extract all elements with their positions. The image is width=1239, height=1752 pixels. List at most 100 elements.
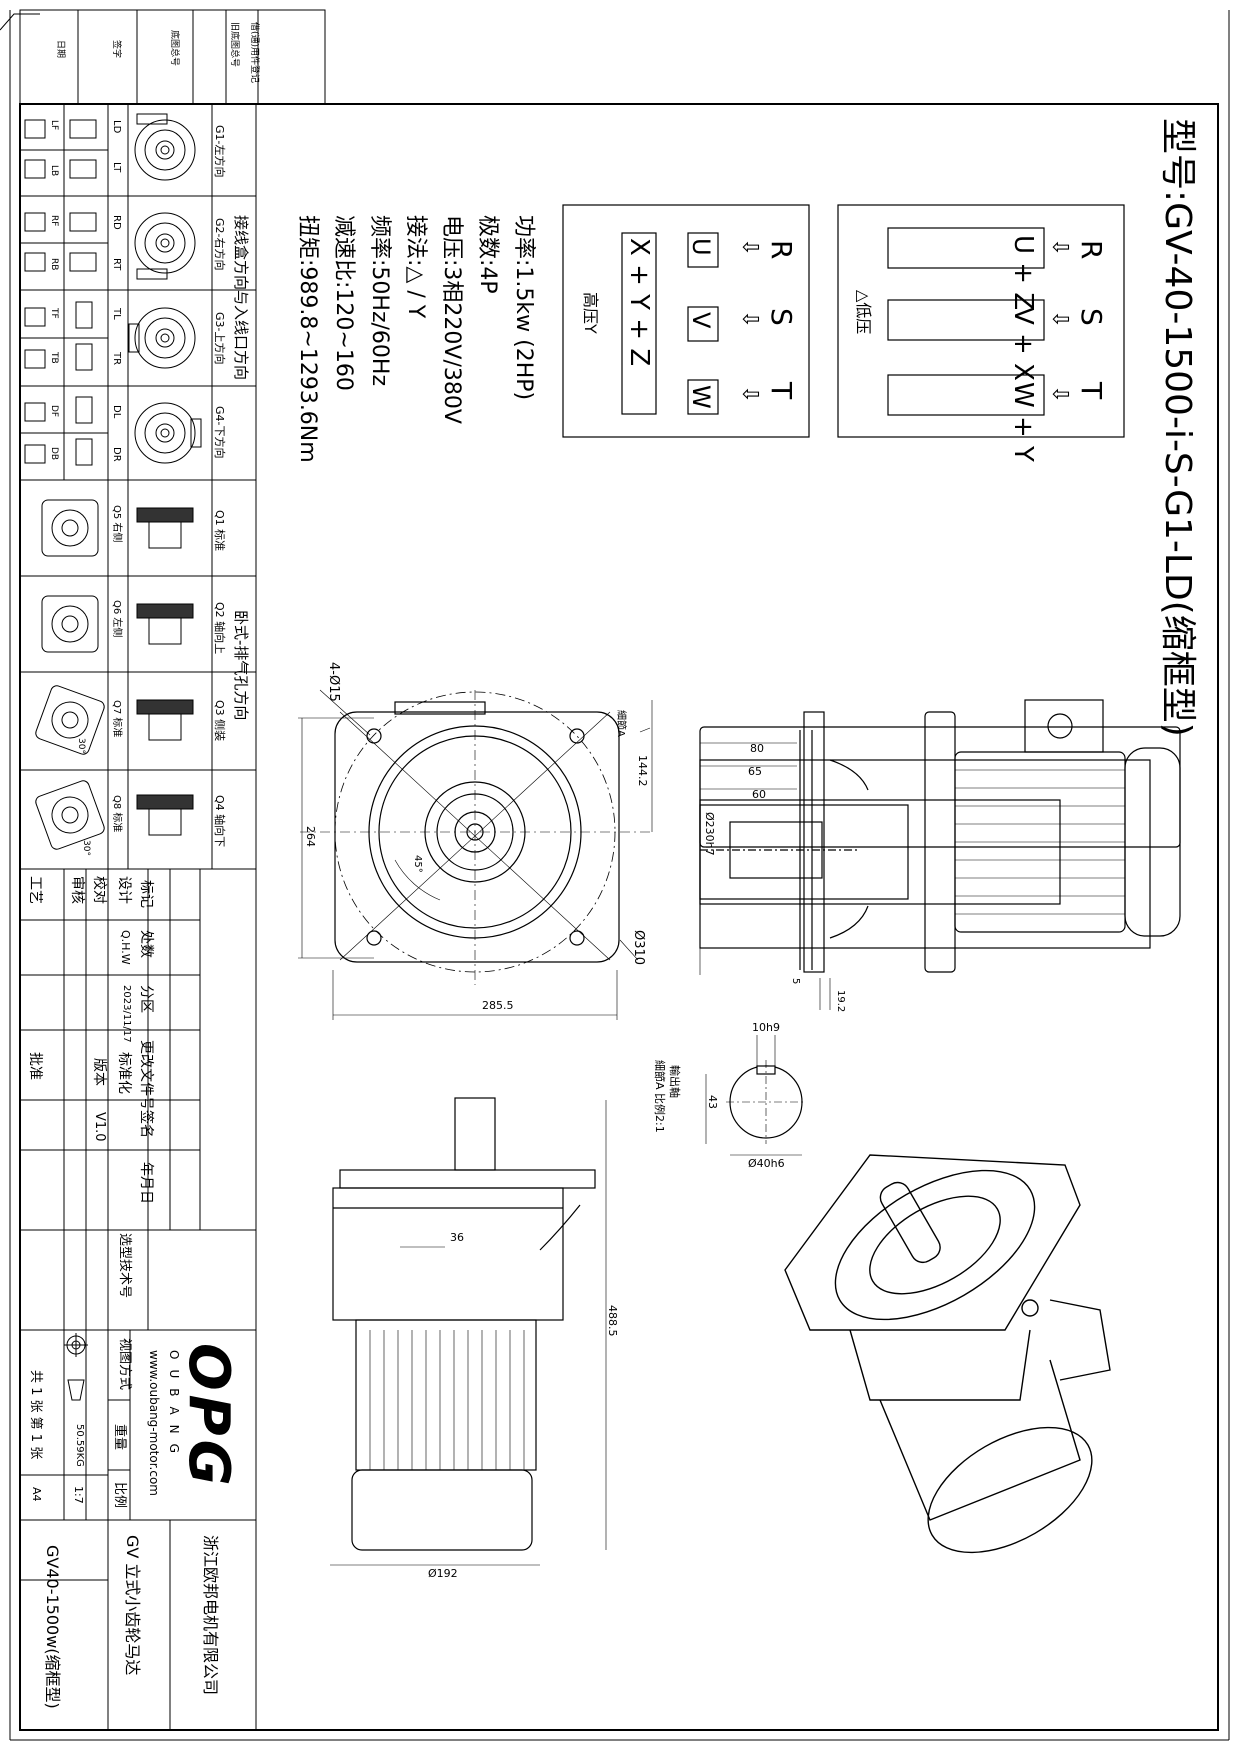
key-height: 43 [706,1095,719,1109]
label-date: 年月日 [138,1162,154,1204]
junction-title: 接线盒方向与入线口方向 [232,215,250,381]
low-pair-uz: U + Z [1008,235,1038,311]
junction-code: RT [111,258,122,271]
label-check: 校对 [91,876,107,904]
vent-title: 卧式-排气孔方向 [232,610,250,721]
junction-code: LB [49,165,59,177]
vent-header-q4: Q4 轴向下 [213,795,226,848]
wiring-boxes [562,204,1125,438]
brand-subtitle: OUBANG [167,1350,181,1463]
product-name: GV 立式小齿轮马达 [123,1535,142,1676]
side-view [699,699,1181,973]
high-box-u: U [687,238,715,256]
drawn-date: 2023/11/17 [121,985,132,1043]
vertical-view [330,1097,607,1566]
junction-code: LF [49,120,59,131]
junction-code: DB [49,447,59,461]
label-design: 设计 [116,876,132,904]
arrow-icon: ⇩ [1047,385,1072,404]
angle-label: 30° [76,738,86,754]
junction-code: TF [49,308,59,319]
designer-name: Q.H.W [119,930,132,965]
arrow-icon: ⇩ [737,310,762,329]
vent-sub-q5: Q5 右侧 [111,505,122,543]
terminal-s-high: S [765,308,798,326]
scale-value: 1:7 [72,1486,85,1504]
spec-voltage: 电压:3相220V/380V [439,215,464,424]
vent-header-q2: Q2 轴向上 [213,602,226,655]
vent-sub-q6: Q6 左侧 [111,600,122,638]
dim-80: 80 [750,742,764,755]
shaft-detail [705,1035,806,1156]
dim-192: Ø192 [428,1567,458,1580]
high-voltage-caption: 高压Y [581,292,600,334]
margin-label: 底图总号 [169,30,179,67]
arrow-icon: ⇩ [737,238,762,257]
high-star-xyz: X + Y + Z [624,238,654,367]
label-standard: 标准化 [116,1052,132,1094]
label-view-method: 视图方式 [117,1338,132,1391]
isometric-view [784,1154,1111,1554]
label-process: 工艺 [27,876,43,904]
label-sign: 签名 [138,1110,154,1138]
junction-thumbnails [24,113,202,466]
dim-holes: 4-Ø15 [326,662,341,702]
sheet-count: 共 1 张 第 1 张 [28,1370,43,1460]
junction-code: DF [49,405,59,418]
margin-label: 日期 [55,40,65,59]
title-block-grid [19,868,257,1731]
junction-code: DR [111,447,122,462]
terminal-t-high: T [765,382,798,400]
spec-power: 功率:1.5kw (2HP) [511,215,536,401]
low-pair-vx: V + X [1008,307,1038,381]
dim-65: 65 [748,765,762,778]
arrow-icon: ⇩ [1047,310,1072,329]
high-box-v: V [687,312,715,329]
spec-ratio: 减速比:120~160 [331,215,356,391]
label-tech-no: 选型技术号 [117,1233,132,1299]
arrow-icon: ⇩ [1047,238,1072,257]
dim-285: 285.5 [482,999,514,1012]
margin-label: 签字 [111,40,121,59]
terminal-r-low: R [1075,240,1108,260]
label-version: 版本 [91,1058,107,1086]
dim-264: 264 [304,826,317,847]
junction-code: RD [111,215,122,230]
shaft-caption: 細節A 比例2:1 [653,1060,666,1133]
dim-19: 19.2 [835,990,846,1013]
junction-code: TB [49,352,59,364]
dim-5: 5 [790,978,801,985]
margin-label: 旧底图总号 [229,22,239,68]
brand-logo: OPG [176,1343,241,1490]
label-change-doc: 更改文件号 [138,1040,154,1110]
label-zone: 分区 [138,985,154,1013]
vent-header-q3: Q3 侧装 [213,700,226,742]
junction-code: RF [49,215,59,227]
vent-thumbnails [35,499,194,850]
vent-header-q1: Q1 标准 [213,510,226,552]
high-box-w: W [687,385,715,409]
spec-poles: 极数:4P [475,215,500,294]
drawing-number: GV40-1500w(缩框型) [43,1545,62,1709]
terminal-s-low: S [1075,308,1108,326]
junction-header-g3: G3-上方向 [213,312,226,365]
arrow-icon: ⇩ [737,385,762,404]
shaft-diameter: Ø40h6 [748,1157,785,1170]
company-name: 浙江欧邦电机有限公司 [201,1535,220,1696]
junction-code: RB [49,258,59,271]
angle-label: 30° [81,840,91,856]
dim-230: Ø230h7 [703,812,716,856]
view-symbols [64,1333,88,1401]
dim-310: Ø310 [631,930,646,966]
version-value: V1.0 [92,1112,107,1142]
vent-sub-q7: Q7 标准 [111,700,122,738]
key-width: 10h9 [752,1021,780,1034]
junction-code: DL [111,405,122,419]
flange-dimension-lines [298,689,831,1020]
label-review: 审核 [69,876,85,904]
low-pair-wy: W + Y [1008,382,1038,462]
detail-a-label: 細節A [615,710,626,737]
junction-code: LT [111,162,122,173]
spec-connection: 接法:△ / Y [403,215,428,319]
